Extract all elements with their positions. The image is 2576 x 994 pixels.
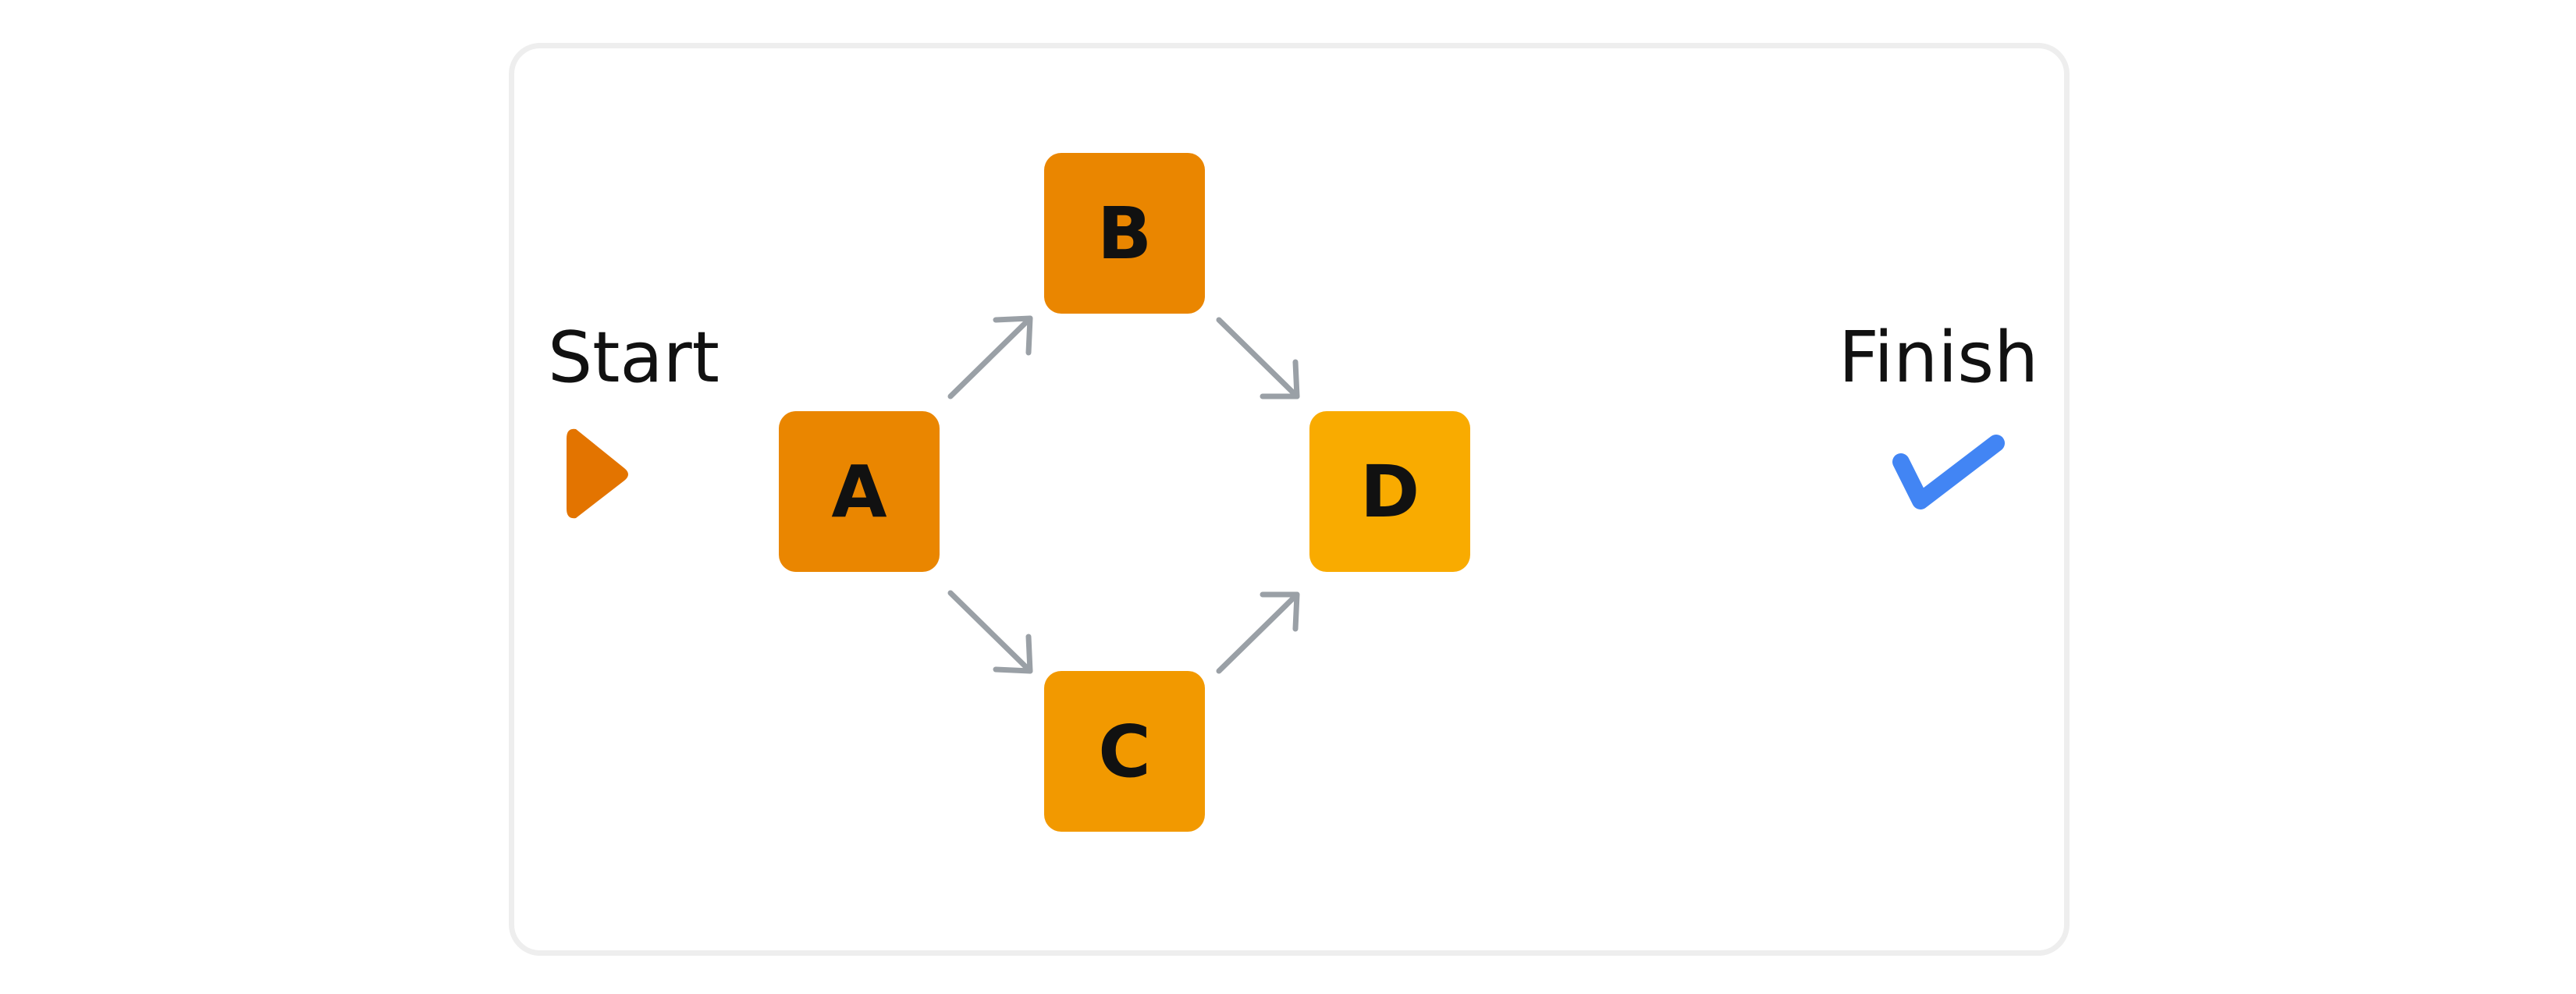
node-a-label: A: [831, 449, 887, 534]
start-label: Start: [548, 317, 720, 399]
node-b-label: B: [1096, 191, 1153, 275]
node-c: C: [1044, 671, 1205, 832]
node-c-label: C: [1098, 709, 1151, 793]
finish-label: Finish: [1839, 317, 2039, 399]
node-d: D: [1309, 411, 1470, 572]
node-d-label: D: [1359, 449, 1420, 534]
node-a: A: [779, 411, 940, 572]
diagram-frame: [509, 43, 2070, 956]
node-b: B: [1044, 153, 1205, 314]
